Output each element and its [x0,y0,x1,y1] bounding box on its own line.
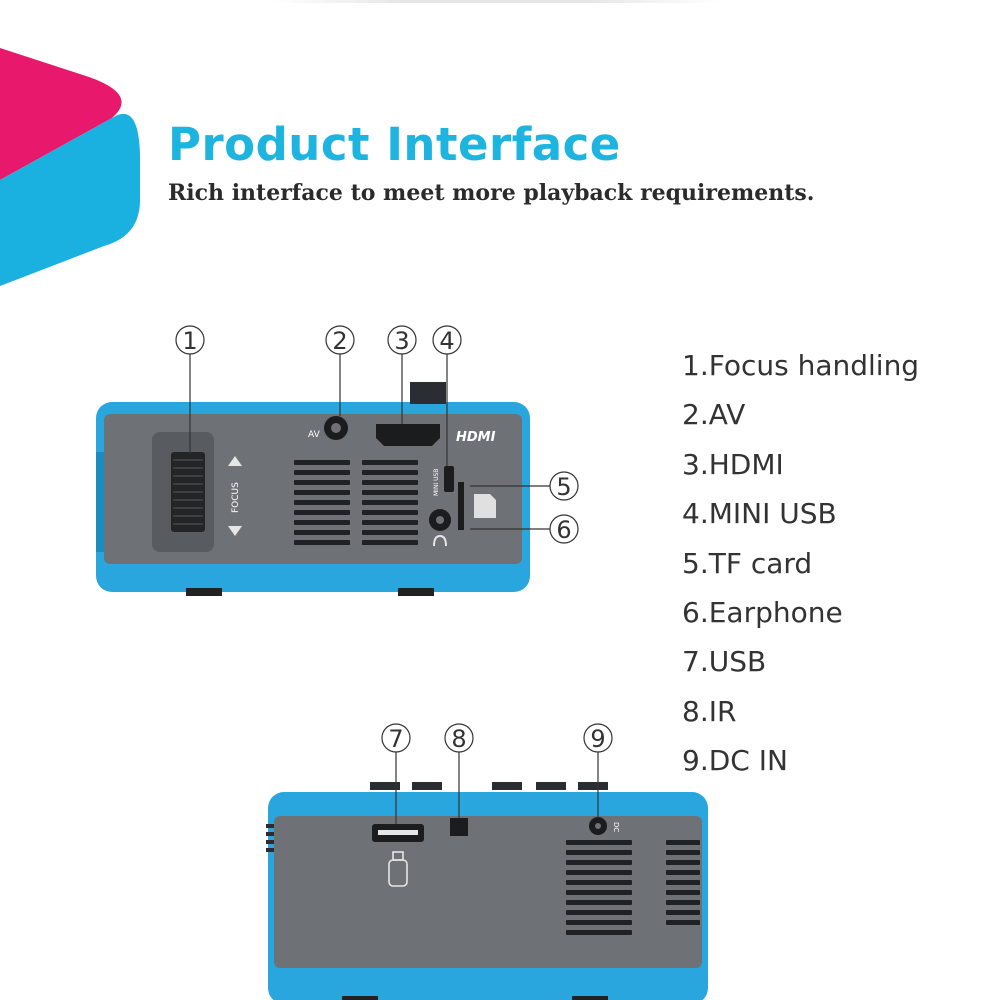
hdmi-port[interactable] [376,424,440,446]
usb-stick-icon [388,851,408,887]
spec-item: 8.IR [682,694,737,728]
brand-corner-graphic [0,48,140,286]
back-vent-grille [566,840,632,935]
spec-list: 1.Focus handling 2.AV 3.HDMI 4.MINI USB … [682,344,919,789]
callout-8: 8 [444,723,474,753]
back-gray-panel [274,816,702,968]
spec-item: 6.Earphone [682,595,843,629]
callout-3: 3 [387,325,417,355]
spec-item: 9.DC IN [682,744,788,778]
arrow-up-icon [228,456,242,466]
spec-item: 7.USB [682,645,767,679]
focus-wheel[interactable] [171,452,205,532]
mini-usb-port[interactable] [444,466,454,492]
headphone-icon [433,534,447,547]
front-panel-device: FOCUS AV HDMI MINI USB [96,325,579,596]
callout-9: 9 [583,723,613,753]
ir-receiver [450,818,468,836]
av-label: AV [308,430,321,440]
svg-text:2: 2 [332,327,347,355]
spec-item: 3.HDMI [682,447,784,481]
back-panel-device: DC 7 8 9 [266,723,708,1000]
svg-text:4: 4 [439,327,454,355]
callout-4: 4 [432,325,462,355]
page-subtitle: Rich interface to meet more playback req… [168,180,815,206]
svg-text:5: 5 [556,473,571,501]
dc-label: DC [612,822,620,832]
svg-text:8: 8 [451,725,466,753]
callout-6: 6 [549,514,579,544]
svg-text:1: 1 [182,327,197,355]
spec-item: 5.TF card [682,546,813,580]
spec-item: 4.MINI USB [682,497,837,531]
front-vent-grille [294,460,418,545]
hdmi-logo: HDMI [456,430,496,445]
svg-text:6: 6 [556,516,571,544]
tf-card-slot[interactable] [458,482,464,530]
focus-label: FOCUS [231,482,241,513]
callout-2: 2 [325,325,355,355]
spec-item: 2.AV [682,398,746,432]
svg-text:3: 3 [394,327,409,355]
callout-1: 1 [175,325,205,355]
spec-item: 1.Focus handling [682,349,920,382]
callout-7: 7 [381,723,411,753]
mini-usb-label: MINI USB [433,469,440,496]
top-divider [270,0,720,3]
svg-text:7: 7 [388,725,403,753]
sd-card-icon [474,494,496,518]
svg-text:9: 9 [590,725,605,753]
arrow-down-icon [228,526,242,536]
page-title: Product Interface [168,118,621,171]
callout-5: 5 [549,471,579,501]
